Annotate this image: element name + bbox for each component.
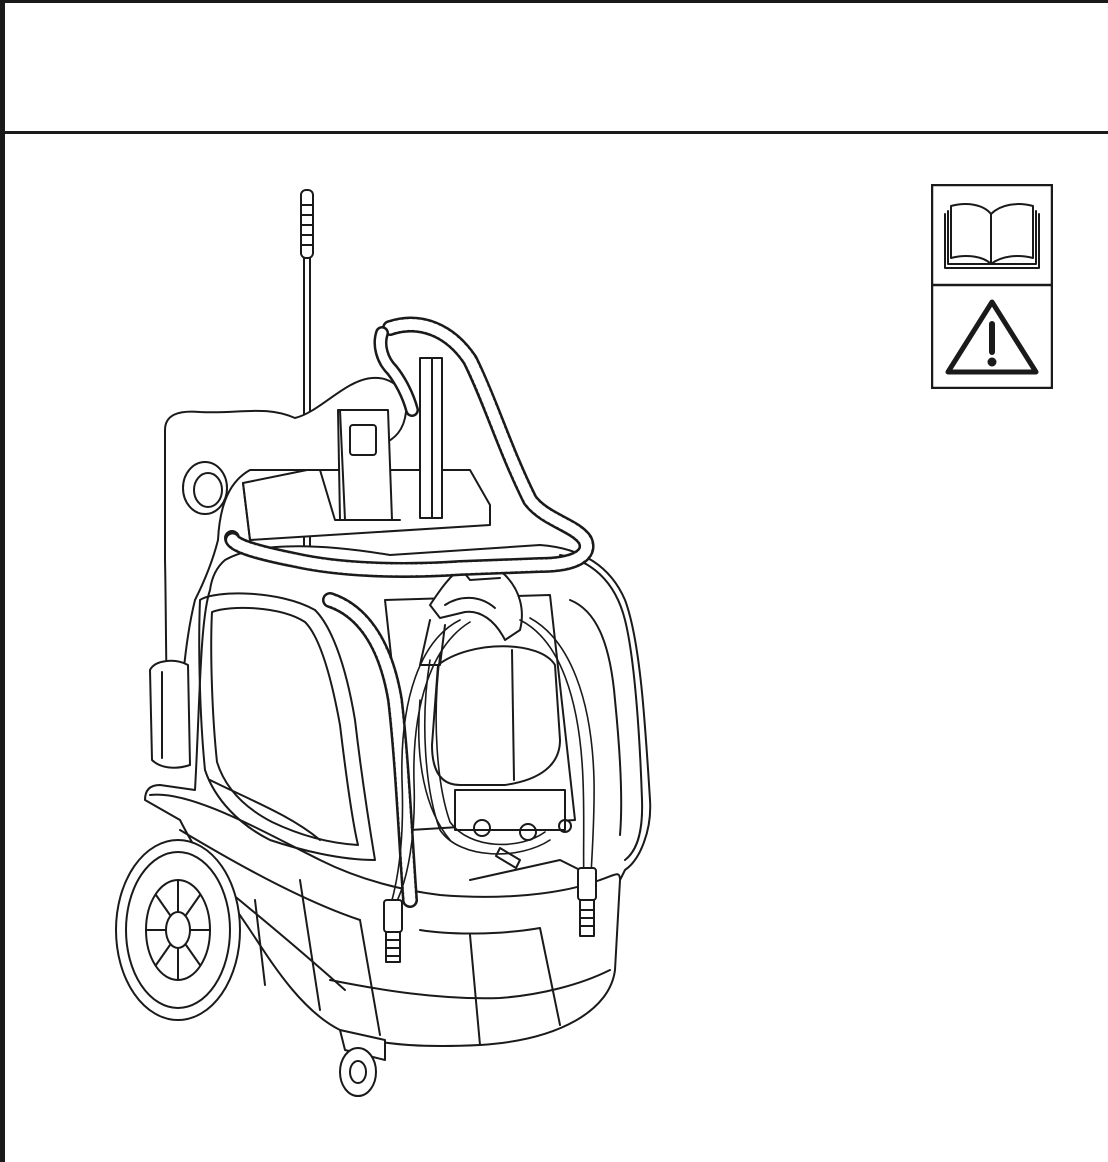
safety-symbols [931, 184, 1053, 389]
front-caster [339, 1029, 386, 1097]
hose-couplings [383, 867, 597, 963]
solution-compartment [384, 594, 581, 881]
manual-book-icon [944, 203, 1040, 269]
page-border-top [0, 0, 1108, 3]
front-hose [322, 592, 418, 908]
vacuum-hose [224, 316, 595, 578]
header-divider [0, 131, 1108, 134]
page-header-band [5, 3, 1108, 132]
vacuum-tube [419, 357, 443, 519]
page-border-left [0, 0, 5, 1162]
rear-wheel [115, 839, 241, 1021]
warning-triangle-icon [945, 299, 1039, 375]
